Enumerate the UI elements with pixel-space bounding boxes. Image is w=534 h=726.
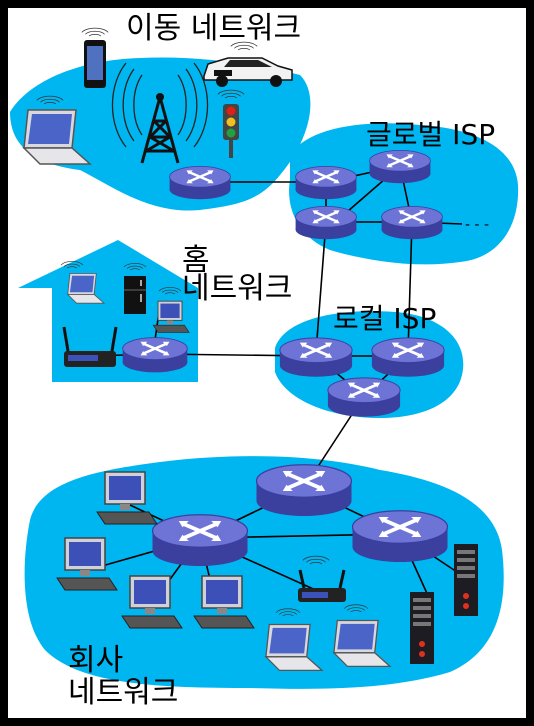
enterprise-router-3: [350, 508, 450, 564]
smartphone-icon: [81, 27, 109, 88]
global-isp-router-1: [294, 165, 358, 201]
global-isp-router-2: [368, 149, 432, 185]
traffic-light-icon: [217, 89, 245, 158]
continuation-dashes: - - -: [465, 217, 489, 233]
car-icon: [203, 41, 293, 87]
global-isp-label: 글로벌 ISP: [366, 118, 495, 151]
enterprise-network-label-line2: 네트워크: [68, 675, 178, 710]
enterprise-router-1: [254, 462, 354, 518]
wireless-router-icon: [298, 555, 346, 602]
mobile-network-label: 이동 네트워크: [126, 11, 301, 46]
mobile-network-region: [10, 57, 311, 211]
local-isp-router-1: [278, 336, 354, 379]
wireless-router-icon: [62, 326, 118, 367]
refrigerator-icon: [123, 263, 147, 314]
local-isp-label: 로컬 ISP: [333, 302, 436, 335]
enterprise-network-label-line1: 회사: [68, 643, 123, 678]
cell-tower-icon: [111, 62, 209, 164]
global-isp-router-4: [380, 205, 444, 241]
home-network-label-line2: 네트워크: [182, 271, 292, 306]
global-isp-router-3: [294, 205, 358, 241]
home-router: [121, 336, 189, 374]
mobile-router: [168, 165, 232, 201]
local-isp-router-2: [370, 336, 446, 379]
home-network-label-line1: 홈: [182, 243, 210, 278]
enterprise-router-2: [150, 512, 250, 568]
local-isp-router-3: [326, 376, 402, 419]
server-icon: [410, 592, 434, 664]
server-icon: [454, 544, 478, 616]
